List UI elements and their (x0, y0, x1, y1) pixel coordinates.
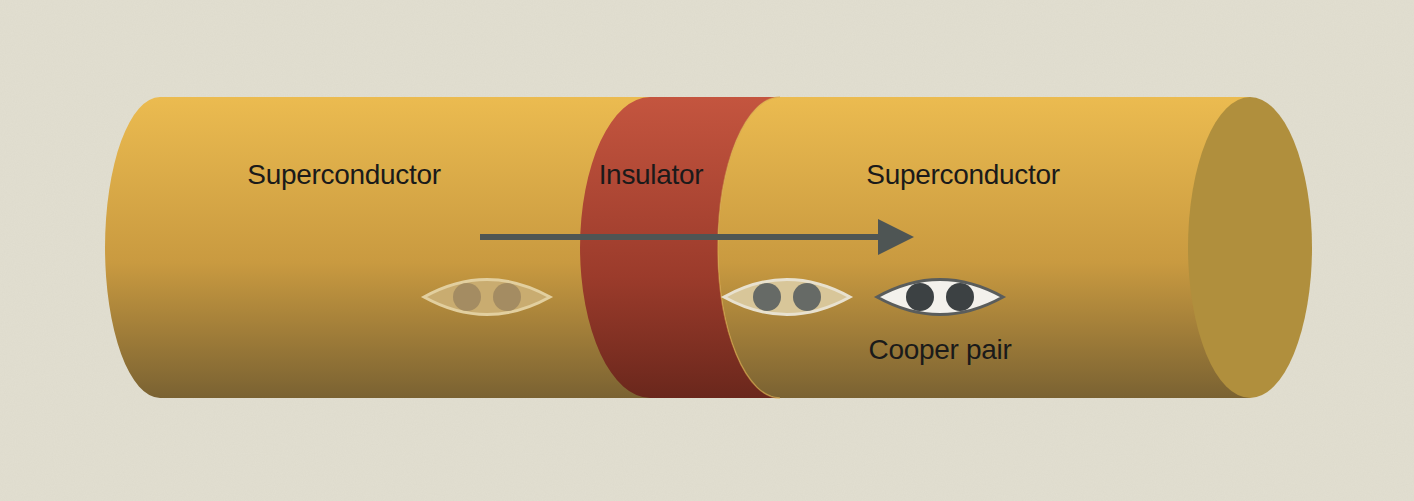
cooper-pair-faded (424, 280, 550, 315)
superconductor-region: Superconductor (105, 97, 650, 398)
part-label: Cooper pair (868, 336, 1011, 364)
superconductor-region: Superconductor (720, 97, 1312, 398)
region-label: Insulator (599, 161, 704, 189)
superconductor-body (718, 97, 1250, 398)
cooper-pair (877, 280, 1003, 315)
cylinder-end-cap (1188, 97, 1312, 398)
region-label: Superconductor (866, 161, 1059, 189)
face-edge (718, 97, 780, 398)
insulator-region: Insulator (580, 97, 780, 398)
tunneling-arrow (480, 234, 884, 240)
region-label: Superconductor (247, 161, 440, 189)
cooper-pair-tunneled (724, 280, 850, 315)
